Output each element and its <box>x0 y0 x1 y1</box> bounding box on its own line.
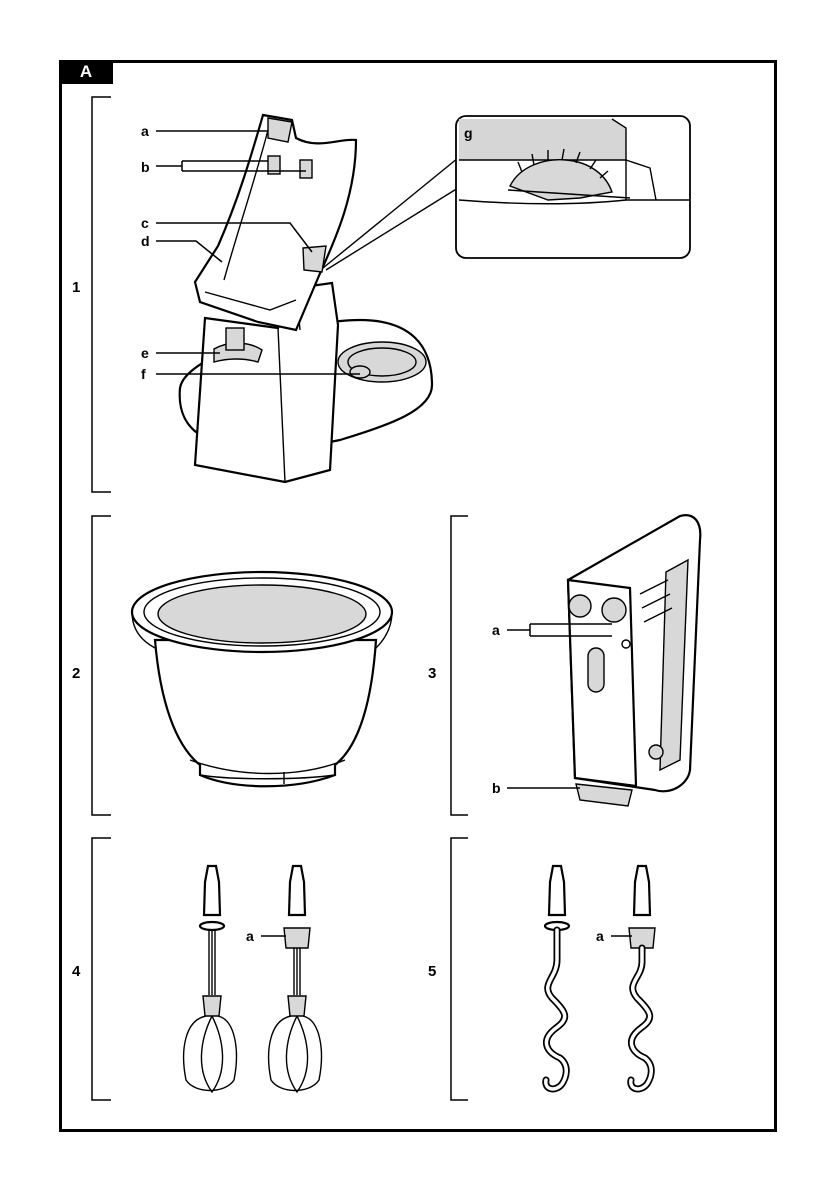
label-3a: a <box>492 622 500 638</box>
label-1d: d <box>141 233 150 249</box>
label-1b: b <box>141 159 150 175</box>
beaters-drawing: a <box>184 866 322 1092</box>
callout-g-label: g <box>464 125 473 141</box>
panel-4-number: 4 <box>72 963 81 980</box>
label-3b: b <box>492 780 501 796</box>
panel-3-bracket <box>451 516 468 815</box>
mixing-bowl-drawing <box>132 572 392 786</box>
label-1c: c <box>141 215 149 231</box>
panel-4-bracket <box>92 838 111 1100</box>
dough-hooks-drawing: a <box>545 866 655 1089</box>
label-1f: f <box>141 366 146 382</box>
label-5a: a <box>596 928 604 944</box>
label-1e: e <box>141 345 149 361</box>
panel-1-number: 1 <box>72 279 80 296</box>
label-1a: a <box>141 123 149 139</box>
mixer-stand-drawing <box>180 115 432 482</box>
detail-gear-callout: g <box>323 116 690 270</box>
hand-mixer-drawing: a b <box>492 515 700 806</box>
panel-5-bracket <box>451 838 468 1100</box>
panel-2-number: 2 <box>72 665 80 682</box>
label-4a: a <box>246 928 254 944</box>
panel-5-number: 5 <box>428 963 436 980</box>
panel-3-number: 3 <box>428 665 436 682</box>
panel-1-bracket <box>92 97 111 492</box>
panel-2-bracket <box>92 516 111 815</box>
